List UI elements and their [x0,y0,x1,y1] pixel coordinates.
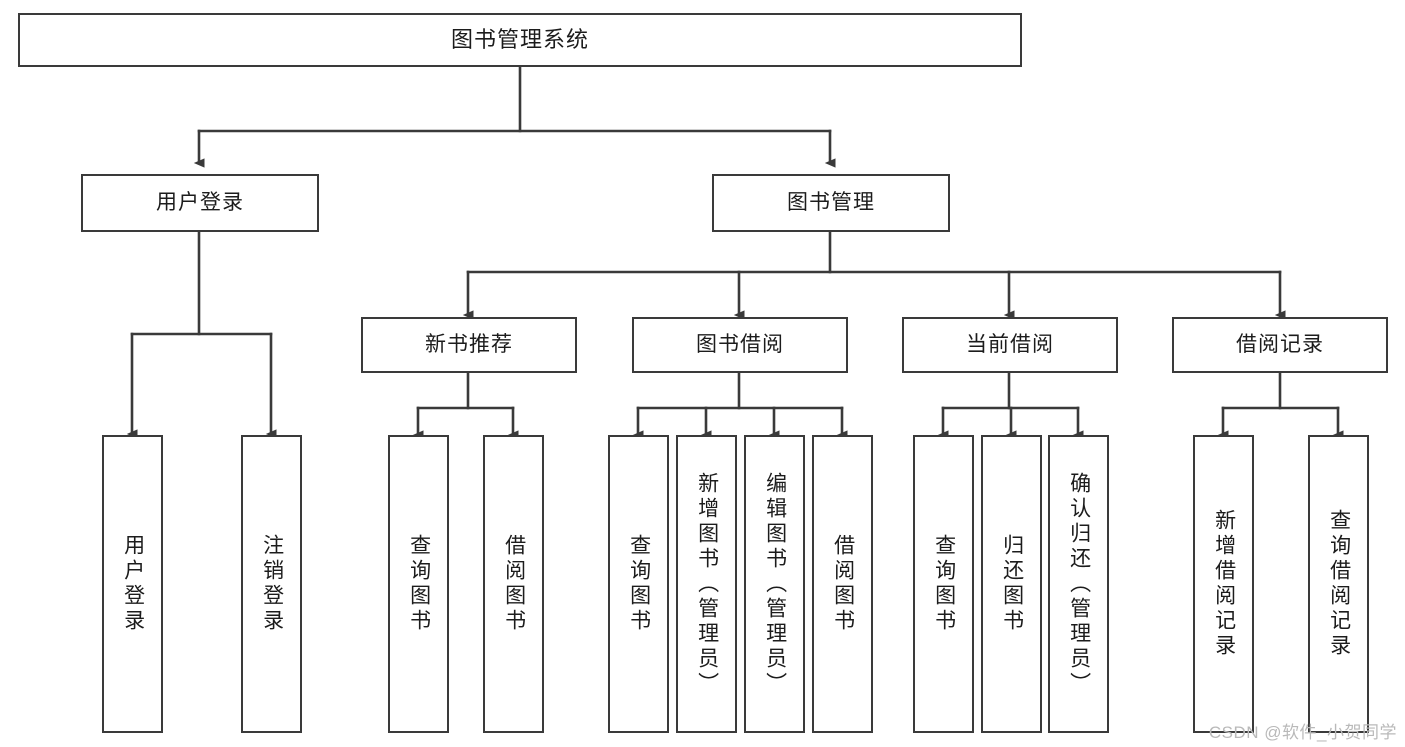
node-label: 新增图书（管理员） [695,471,719,697]
node-label: 归还图书 [1000,534,1024,634]
node-new-book-recommend[interactable]: 新书推荐 [361,317,577,373]
node-book-borrow[interactable]: 图书借阅 [632,317,848,373]
watermark-text: CSDN @软件_小贺同学 [1208,723,1397,742]
leaf-recommend-borrow-book[interactable]: 借阅图书 [483,435,544,733]
leaf-borrow-query-book[interactable]: 查询图书 [608,435,669,733]
node-label: 查询图书 [407,534,431,634]
node-label: 用户登录 [156,191,244,215]
node-label: 编辑图书（管理员） [763,471,787,697]
leaf-user-logout[interactable]: 注销登录 [241,435,302,733]
node-borrow-record[interactable]: 借阅记录 [1172,317,1388,373]
node-label: 图书借阅 [696,333,784,357]
node-label: 借阅图书 [502,534,526,634]
node-label: 用户登录 [121,534,145,634]
leaf-current-return-book[interactable]: 归还图书 [981,435,1042,733]
leaf-current-confirm-return-admin[interactable]: 确认归还（管理员） [1048,435,1109,733]
leaf-borrow-add-book-admin[interactable]: 新增图书（管理员） [676,435,737,733]
node-label: 图书管理 [787,191,875,215]
leaf-record-add-record[interactable]: 新增借阅记录 [1193,435,1254,733]
node-label: 新增借阅记录 [1212,509,1236,659]
leaf-record-query-record[interactable]: 查询借阅记录 [1308,435,1369,733]
node-label: 图书管理系统 [450,26,589,52]
node-label: 注销登录 [260,534,284,634]
node-book-management[interactable]: 图书管理 [712,174,950,232]
leaf-borrow-borrow-book[interactable]: 借阅图书 [812,435,873,733]
leaf-user-login[interactable]: 用户登录 [102,435,163,733]
node-label: 确认归还（管理员） [1067,471,1091,697]
node-label: 查询图书 [627,534,651,634]
node-label: 借阅记录 [1236,333,1324,357]
leaf-current-query-book[interactable]: 查询图书 [913,435,974,733]
node-label: 新书推荐 [425,333,513,357]
node-current-borrow[interactable]: 当前借阅 [902,317,1118,373]
leaf-borrow-edit-book-admin[interactable]: 编辑图书（管理员） [744,435,805,733]
leaf-recommend-query-book[interactable]: 查询图书 [388,435,449,733]
node-label: 借阅图书 [831,534,855,634]
node-root-system[interactable]: 图书管理系统 [18,13,1022,67]
node-label: 当前借阅 [966,333,1054,357]
node-label: 查询借阅记录 [1327,509,1351,659]
node-user-login[interactable]: 用户登录 [81,174,319,232]
node-label: 查询图书 [932,534,956,634]
